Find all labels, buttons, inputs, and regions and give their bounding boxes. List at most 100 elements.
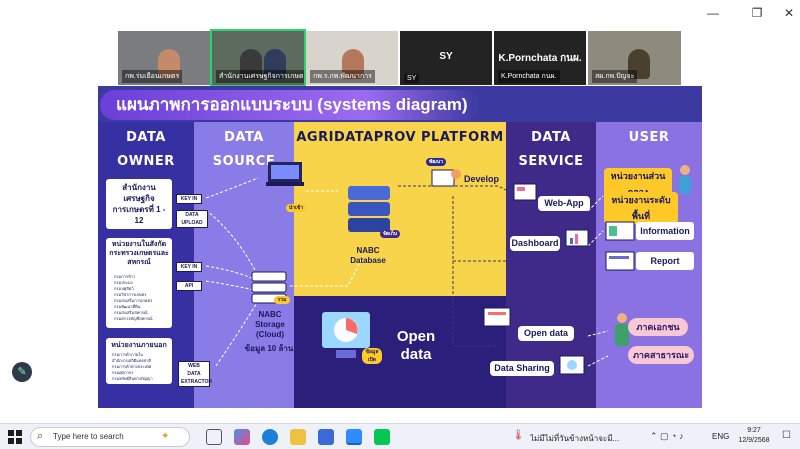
restore-button[interactable]: ❐ [744, 4, 770, 22]
participant-tile-active[interactable]: สำนักงานเศรษฐกิจการเกษตร... [210, 29, 306, 87]
list-item: กรมประมง [114, 280, 133, 285]
clock-time: 9:27 [747, 427, 761, 434]
file-explorer-button[interactable] [290, 429, 306, 445]
user-information: Information [636, 222, 694, 240]
dashboard-icon [565, 229, 589, 247]
information-icon [605, 221, 635, 241]
database-title: NABC Database [350, 246, 386, 265]
database-badge: จัดเก็บ [380, 230, 400, 238]
storage-caption: ข้อมูล 10 ล้าน [244, 344, 294, 353]
participant-video [628, 49, 650, 79]
owner-external-tag: WEB DATA EXTRACTOR [178, 361, 212, 387]
participant-initials: SY [439, 51, 453, 62]
participant-name: SY [404, 74, 420, 83]
column-header-data-service: DATA SERVICE [518, 130, 584, 169]
owner-external-list: กรมการค้าภายใน สำนักงานสถิติแห่งชาติ กรม… [112, 352, 170, 382]
connector-line [205, 177, 259, 199]
column-header-platform: AGRIDATAPROV PLATFORM [296, 130, 504, 145]
service-dashboard: Dashboard [510, 236, 560, 251]
participant-tile[interactable]: กพ.ร่มเยือนเกษตร [118, 31, 210, 85]
owner-box-moac: หน่วยงานในสังกัดกระทรวงเกษตรและสหกรณ์ กร… [106, 238, 172, 328]
open-data-service-icon [483, 307, 511, 327]
cloud-storage-icon [251, 271, 287, 304]
develop-badge: พัฒนา [426, 158, 446, 166]
list-item: กรมการข้าว [114, 274, 136, 279]
participant-tile[interactable]: K.Pornchata กนผ. K.Pornchata กนผ. [494, 31, 586, 85]
participant-name: กพ.ร่มเยือนเกษตร [122, 70, 183, 83]
edge-browser-button[interactable] [262, 429, 278, 445]
connector-line [290, 255, 364, 287]
close-icon: ✕ [783, 6, 795, 20]
copilot-button[interactable] [234, 429, 250, 445]
connector-line [215, 300, 259, 367]
participant-name: สผ.กพ.ปัญจะ [592, 70, 638, 83]
developer-icon [431, 169, 461, 187]
connector-line [205, 209, 259, 277]
laptop-icon [266, 162, 304, 186]
connector-line [587, 230, 604, 247]
list-item: กรมส่งเสริมสหกรณ์ [114, 310, 148, 315]
owner-moac-tag-api: API [176, 281, 202, 291]
connector-line [452, 196, 498, 347]
participant-tile[interactable]: สผ.กพ.ปัญจะ [588, 31, 681, 85]
officer-icon [679, 165, 691, 194]
import-badge: นำเข้า [286, 204, 306, 212]
connector-line [587, 330, 609, 337]
develop-label: Develop [464, 174, 500, 184]
connector-line [450, 185, 519, 197]
task-view-button[interactable] [206, 429, 222, 445]
pencil-icon: ✎ [17, 366, 27, 378]
webapp-icon [513, 183, 537, 201]
user-private-sector: ภาคเอกชน [628, 318, 688, 336]
database-icon [348, 186, 390, 232]
list-item: กรมตรวจบัญชีสหกรณ์ [114, 316, 153, 321]
user-public-sector: ภาคสาธารณะ [628, 346, 694, 364]
close-button[interactable]: ✕ [776, 4, 800, 22]
store-button[interactable] [318, 429, 334, 445]
participant-tile[interactable]: กพ.ร.กพ.พัฒนาการ [306, 31, 398, 85]
participant-video [342, 49, 364, 79]
search-highlight-icon: ✦ [161, 431, 170, 442]
participant-tile[interactable]: SY SY [400, 31, 492, 85]
search-icon: ⌕ [37, 430, 44, 442]
clock[interactable]: 9:27 12/9/2568 [734, 426, 774, 446]
list-item: กรมศุลกากร [112, 370, 134, 375]
owner-moac-tag-keyin: KEY IN [176, 262, 202, 272]
tray-icons[interactable]: ⌃ ▢ ◔ ♪ [650, 431, 684, 441]
start-button[interactable] [8, 430, 22, 444]
connector-line [587, 355, 609, 367]
line-app-button[interactable] [374, 429, 390, 445]
notification-icon[interactable]: ☐ [782, 430, 791, 441]
zoom-app-button[interactable] [346, 429, 362, 445]
storage-title: NABC Storage (Cloud) [255, 310, 285, 339]
search-placeholder: Type here to search [53, 432, 124, 441]
slide-title: แผนภาพการออกแบบระบบ (systems diagram) [100, 90, 480, 120]
language-indicator[interactable]: ENG [712, 432, 730, 441]
weather-text[interactable]: ไม่มีไม่ที่วันข้างหน้าจะมี... [530, 434, 620, 443]
restore-icon: ❐ [751, 6, 763, 20]
owner-moac-title: หน่วยงานในสังกัดกระทรวงเกษตรและสหกรณ์ [109, 241, 169, 266]
list-item: กรมการค้าภายใน [112, 352, 143, 357]
participant-video [158, 49, 180, 79]
private-sector-person-icon [615, 313, 629, 346]
minimize-icon: — [707, 6, 719, 20]
participant-name: สำนักงานเศรษฐกิจการเกษตร... [216, 70, 304, 83]
owner-oae-tag-upload: DATA UPLOAD [176, 210, 208, 228]
service-webapp: Web-App [538, 196, 590, 211]
data-sharing-icon [559, 355, 585, 375]
video-gallery: กพ.ร่มเยือนเกษตร สำนักงานเศรษฐกิจการเกษต… [118, 29, 683, 87]
user-regional: หน่วยงานระดับพื้นที่ [604, 192, 678, 224]
owner-moac-list: กรมการข้าว กรมประมง กรมปศุสัตว์ กรมวิชาก… [114, 274, 170, 322]
owner-oae-tag-keyin: KEY IN [176, 194, 202, 204]
list-item: กรมวิชาการเกษตร [114, 292, 147, 297]
service-open-data: Open data [518, 326, 574, 341]
participant-video [240, 49, 262, 79]
user-report: Report [636, 252, 694, 270]
taskbar-search[interactable]: ⌕ Type here to search ✦ [30, 427, 190, 447]
column-header-data-owner: DATA OWNER [117, 130, 175, 169]
minimize-button[interactable]: — [700, 4, 726, 22]
annotate-button[interactable]: ✎ [12, 362, 32, 382]
connector-line [205, 280, 259, 292]
temperature-icon: 🌡 [512, 430, 525, 441]
list-item: สำนักงานสถิติแห่งชาติ [112, 358, 151, 363]
